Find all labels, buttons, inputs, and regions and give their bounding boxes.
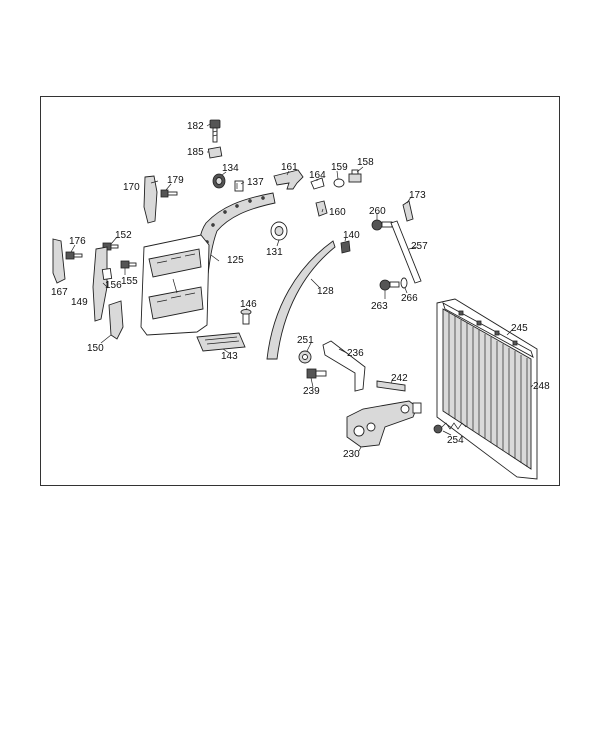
label-260: 260	[369, 206, 386, 217]
label-230: 230	[343, 449, 360, 460]
diagram-frame: 182 185 134 137 161 164 159 158 170 179 …	[40, 96, 560, 486]
part-239-bolt	[306, 368, 327, 379]
part-146-clip	[240, 309, 252, 325]
label-173: 173	[409, 190, 426, 201]
part-150-bracket	[108, 300, 124, 340]
part-263-bolt	[379, 279, 400, 291]
parts-diagram: 182 185 134 137 161 164 159 158 170 179 …	[51, 119, 550, 480]
part-236-bracket	[322, 340, 366, 392]
part-266-washer	[400, 277, 408, 289]
label-159: 159	[331, 162, 348, 173]
label-158: 158	[357, 157, 374, 168]
label-239: 239	[303, 386, 320, 397]
part-140-clip	[340, 240, 351, 254]
label-150: 150	[87, 343, 104, 354]
part-173-bracket	[402, 200, 414, 222]
label-155: 155	[121, 276, 138, 287]
part-131-grommet	[270, 221, 288, 241]
part-167-bracket	[52, 238, 66, 284]
label-248: 248	[533, 381, 550, 392]
label-179: 179	[167, 175, 184, 186]
label-182: 182	[187, 121, 204, 132]
part-182-bolt	[209, 119, 221, 143]
part-125-step-unit	[140, 234, 210, 336]
label-146: 146	[240, 299, 257, 310]
label-170: 170	[123, 182, 140, 193]
label-149: 149	[71, 297, 88, 308]
part-245-rail	[442, 302, 534, 358]
label-257: 257	[411, 241, 428, 252]
part-251-nut	[298, 350, 312, 364]
label-245: 245	[511, 323, 528, 334]
label-263: 263	[371, 301, 388, 312]
part-149-bracket	[92, 246, 108, 322]
label-254: 254	[447, 435, 464, 446]
part-160-clip	[315, 200, 328, 217]
part-257-strut	[390, 220, 422, 284]
label-242: 242	[391, 373, 408, 384]
part-179-screw	[160, 189, 178, 198]
label-161: 161	[281, 162, 298, 173]
part-158-bolt	[348, 169, 362, 183]
part-137-clip	[234, 180, 244, 192]
part-260-bolt	[371, 219, 393, 231]
label-131: 131	[266, 247, 283, 258]
part-242-plate	[376, 380, 406, 392]
label-185: 185	[187, 147, 204, 158]
part-254-spring	[433, 422, 467, 434]
label-266: 266	[401, 293, 418, 304]
part-170-bracket	[143, 175, 158, 224]
leader-lines	[70, 123, 534, 452]
label-164: 164	[309, 170, 326, 181]
label-134: 134	[222, 163, 239, 174]
callout-labels: 182 185 134 137 161 164 159 158 170 179 …	[51, 121, 550, 460]
label-160: 160	[329, 207, 346, 218]
part-155-screw	[120, 260, 137, 269]
part-164-clip	[310, 177, 325, 190]
part-161-bracket	[273, 169, 304, 190]
label-137: 137	[247, 177, 264, 188]
part-143-step-plate	[196, 332, 246, 352]
part-230-hinge-bracket	[346, 400, 422, 448]
label-251: 251	[297, 335, 314, 346]
label-156: 156	[105, 280, 122, 291]
label-152: 152	[115, 230, 132, 241]
label-140: 140	[343, 230, 360, 241]
part-176-screw	[65, 251, 83, 260]
label-167: 167	[51, 287, 68, 298]
label-143: 143	[221, 351, 238, 362]
part-156-insert	[101, 267, 113, 281]
label-236: 236	[347, 348, 364, 359]
part-185-clip	[207, 146, 223, 159]
label-176: 176	[69, 236, 86, 247]
part-159-washer	[333, 178, 345, 188]
label-125: 125	[227, 255, 244, 266]
label-128: 128	[317, 286, 334, 297]
part-128-liner	[266, 240, 336, 360]
part-134-grommet	[212, 173, 226, 189]
